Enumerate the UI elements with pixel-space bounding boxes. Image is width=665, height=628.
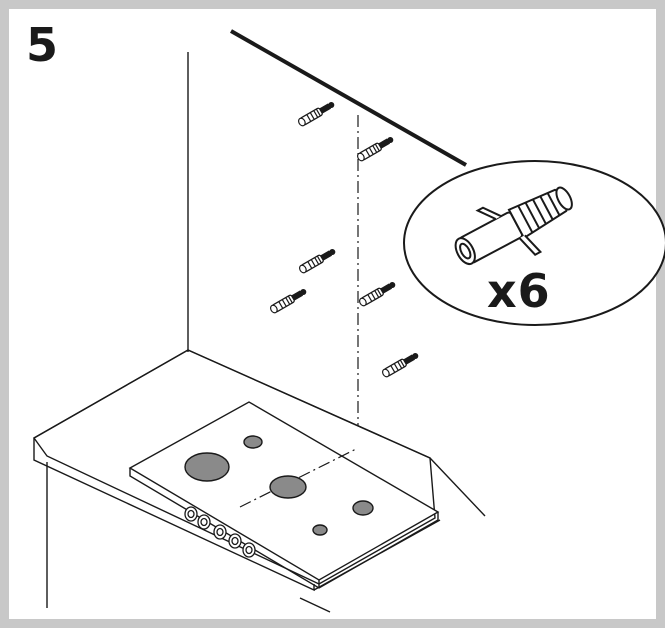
cooktop-icon [128, 401, 440, 589]
quantity-label: x6 [487, 264, 551, 318]
control-knob-icon [197, 514, 211, 530]
burner-medium [269, 475, 307, 499]
wall-plug-icon [268, 286, 309, 315]
wall-plugs [268, 99, 421, 379]
wall-plug-icon [297, 246, 338, 275]
burner-small-right [352, 500, 374, 516]
wall-outline [187, 29, 467, 452]
burner-large [184, 452, 230, 482]
burner-mini [312, 524, 328, 536]
wall-plug-icon [357, 279, 398, 308]
control-knobs [184, 506, 256, 558]
step-number: 5 [26, 18, 59, 72]
wall-plug-icon [355, 134, 396, 163]
control-knob-icon [228, 533, 242, 549]
callout-bubble [403, 160, 665, 326]
wall-plug-icon [380, 350, 421, 379]
wall-plug-icon [296, 99, 337, 128]
burner-small-rear [243, 435, 263, 449]
control-knob-icon [242, 542, 256, 558]
control-knob-icon [184, 506, 198, 522]
wall-plug-icon [454, 186, 573, 266]
control-knob-icon [213, 524, 227, 540]
